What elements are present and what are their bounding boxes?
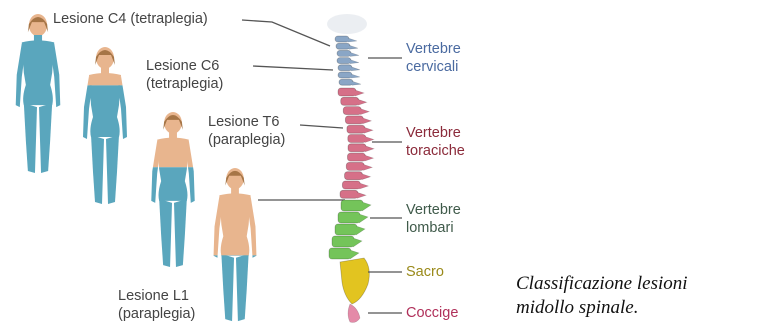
- vertebra-process: [350, 52, 359, 56]
- vertebra: [345, 116, 363, 124]
- vertebra: [342, 181, 360, 189]
- vertebra-process: [359, 183, 368, 189]
- vertebra: [348, 135, 366, 143]
- thoracic-line2: toraciche: [406, 142, 465, 160]
- coccyx-shape: [348, 304, 360, 323]
- lumbar-line2: lombari: [406, 219, 461, 237]
- figure-body-part: [16, 14, 61, 173]
- vertebra-process: [364, 127, 373, 133]
- lesion-label-c6: Lesione C6 (tetraplegia): [146, 57, 223, 93]
- vertebra: [337, 58, 351, 64]
- vertebra-process: [362, 118, 371, 124]
- vertebra-process: [352, 81, 361, 85]
- lesion-label-c4: Lesione C4 (tetraplegia): [53, 10, 208, 28]
- caption-line1: Classificazione lesioni: [516, 272, 688, 296]
- lesion-t6-title: Lesione T6: [208, 113, 285, 131]
- vertebra: [340, 190, 358, 198]
- vertebra-process: [363, 164, 372, 170]
- region-label-lumbar: Vertebre lombari: [406, 201, 461, 237]
- vertebra: [335, 224, 357, 235]
- vertebra-process: [351, 74, 360, 78]
- vertebra-process: [359, 214, 368, 223]
- vertebra: [346, 162, 364, 170]
- vertebra-process: [364, 155, 373, 161]
- figure-c6: [83, 47, 127, 204]
- vertebra-process: [362, 202, 371, 211]
- lesion-label-l1: Lesione L1 (paraplegia): [118, 287, 195, 323]
- vertebra: [341, 97, 359, 105]
- vertebra: [338, 212, 360, 223]
- vertebra: [347, 125, 365, 133]
- vertebra: [345, 172, 363, 180]
- lesion-c4-type: (tetraplegia): [130, 11, 207, 27]
- vertebra-process: [350, 60, 359, 64]
- vertebra-process: [356, 226, 365, 235]
- lumbar-line1: Vertebre: [406, 201, 461, 219]
- spine-illustration: [327, 14, 374, 323]
- caption-line2: midollo spinale.: [516, 296, 688, 320]
- leader-line-c6: [253, 66, 333, 70]
- vertebra: [338, 72, 352, 78]
- lesion-c6-title: Lesione C6: [146, 57, 223, 75]
- lesion-l1-type: (paraplegia): [118, 305, 195, 323]
- vertebra: [338, 65, 352, 71]
- vertebra-process: [355, 90, 364, 96]
- figure-caption: Classificazione lesioni midollo spinale.: [516, 272, 688, 320]
- lesion-l1-title: Lesione L1: [118, 287, 195, 305]
- lesion-leader-lines: [242, 20, 345, 200]
- figure-c4: [16, 14, 61, 173]
- figure-body-part: [214, 168, 257, 321]
- vertebra: [341, 200, 363, 211]
- lesion-c6-type: (tetraplegia): [146, 75, 223, 93]
- thoracic-line1: Vertebre: [406, 124, 465, 142]
- region-label-thoracic: Vertebre toraciche: [406, 124, 465, 160]
- vertebra: [332, 236, 354, 247]
- lesion-label-t6: Lesione T6 (paraplegia): [208, 113, 285, 149]
- vertebra: [335, 36, 349, 42]
- skull-base: [327, 14, 367, 34]
- vertebra-process: [357, 192, 366, 198]
- leader-line-t6: [300, 125, 343, 128]
- figure-l1: [214, 168, 257, 321]
- lesion-t6-type: (paraplegia): [208, 131, 285, 149]
- leader-line-c4: [242, 20, 330, 46]
- vertebra-process: [350, 250, 359, 259]
- vertebra: [336, 43, 350, 49]
- vertebra: [337, 50, 351, 56]
- vertebra-process: [365, 146, 374, 152]
- region-label-sacrum: Sacro: [406, 263, 444, 281]
- vertebra-process: [351, 67, 360, 71]
- vertebra-process: [362, 174, 371, 180]
- vertebra: [338, 88, 356, 96]
- vertebra: [348, 144, 366, 152]
- vertebra-process: [349, 45, 358, 49]
- region-leader-lines: [368, 58, 402, 313]
- vertebra: [329, 248, 351, 259]
- cervical-line2: cervicali: [406, 58, 461, 76]
- region-label-cervical: Vertebre cervicali: [406, 40, 461, 76]
- vertebra-process: [348, 38, 357, 42]
- vertebra: [347, 153, 365, 161]
- figure-t6: [151, 112, 194, 267]
- vertebra-process: [358, 99, 367, 105]
- lesion-c4-title: Lesione C4: [53, 11, 126, 27]
- vertebra-process: [353, 238, 362, 247]
- sacrum-shape: [340, 258, 369, 304]
- cervical-line1: Vertebre: [406, 40, 461, 58]
- region-label-coccyx: Coccige: [406, 304, 458, 322]
- vertebra-process: [360, 109, 369, 115]
- vertebra: [343, 107, 361, 115]
- vertebra: [339, 79, 353, 85]
